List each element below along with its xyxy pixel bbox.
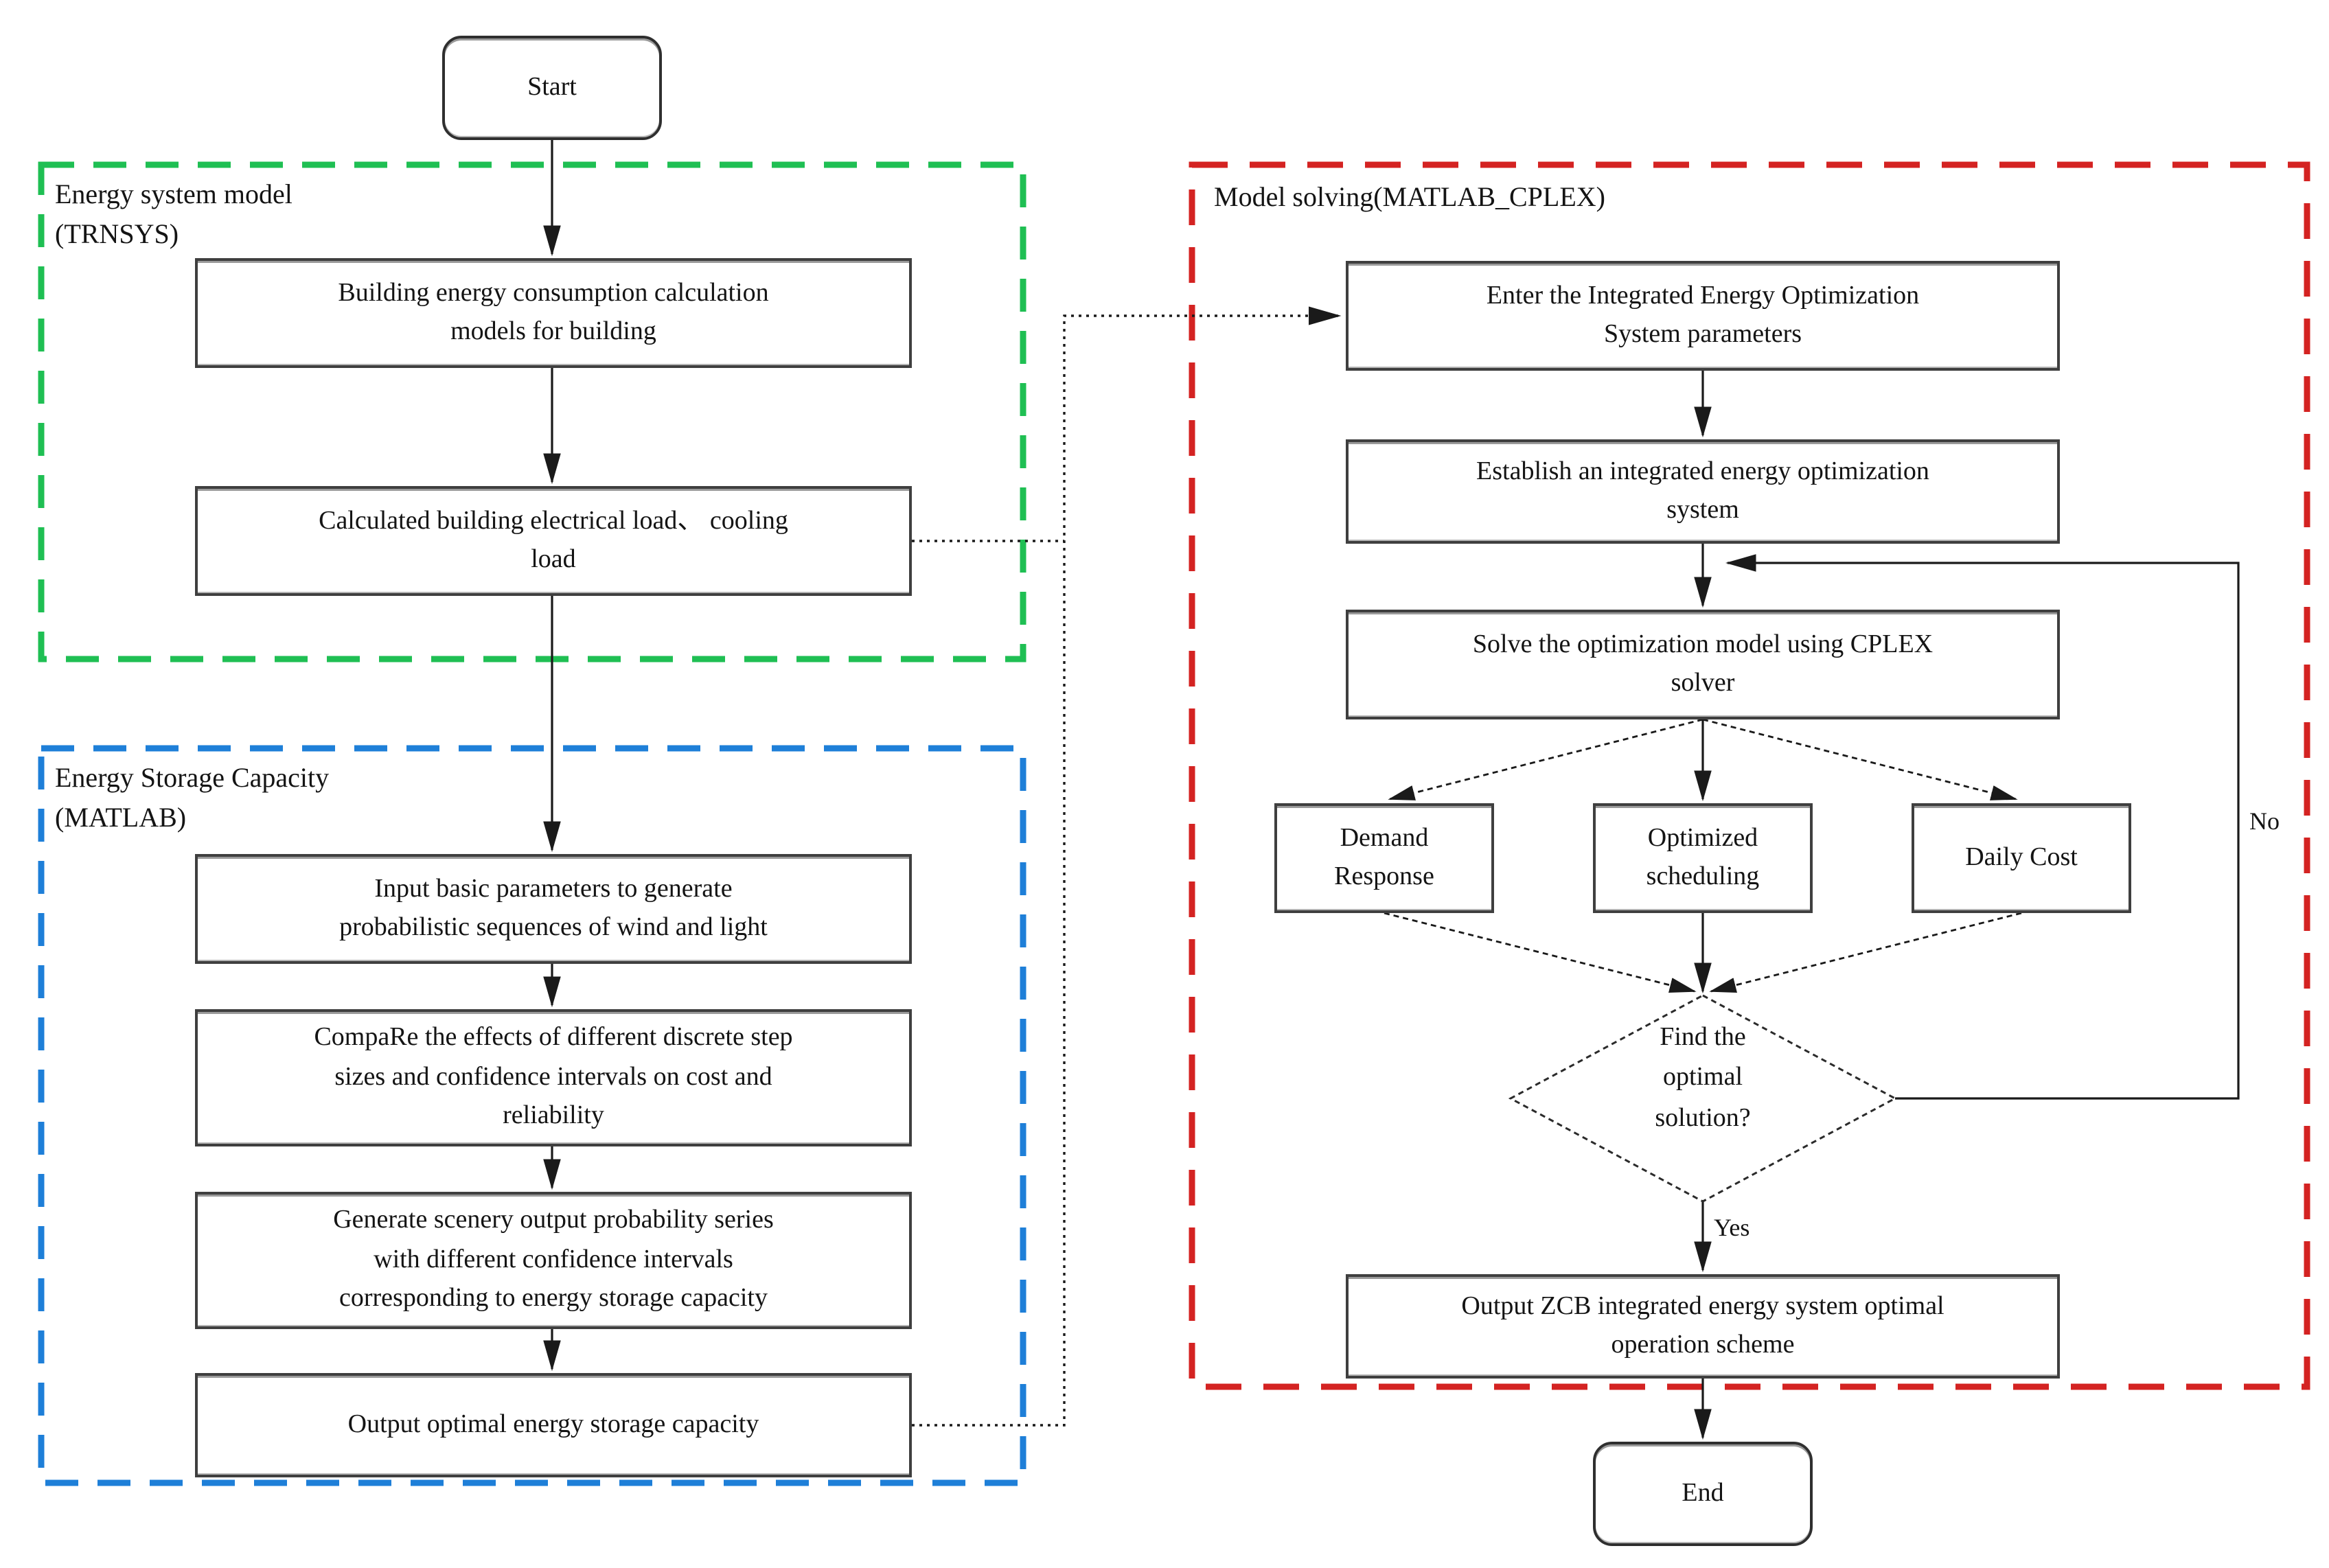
trnsys-group-label: Energy system model (TRNSYS)	[55, 180, 292, 250]
edge-c3-d1	[1388, 718, 1703, 800]
process-generate-scenery-series: Generate scenery output probability seri…	[195, 1192, 912, 1329]
solving-group-border	[1189, 161, 2310, 1390]
edge-d1-diamond	[1384, 912, 1697, 993]
start-node: Start	[442, 36, 662, 140]
process-establish-system: Establish an integrated energy optimizat…	[1346, 439, 2060, 544]
edge-c3-d3	[1702, 718, 2018, 800]
process-optimized-scheduling: Optimized scheduling	[1593, 803, 1813, 913]
process-compare-effects: CompaRe the effects of different discret…	[195, 1009, 912, 1146]
decision-find-optimal-solution: Find the optimal solution?	[1655, 1023, 1751, 1133]
trnsys-group-border	[38, 161, 1026, 662]
process-output-zcb-scheme: Output ZCB integrated energy system opti…	[1346, 1274, 2060, 1379]
edge-d3-diamond	[1709, 912, 2022, 993]
process-daily-cost: Daily Cost	[1912, 803, 2131, 913]
storage-group-label: Energy Storage Capacity (MATLAB)	[55, 763, 330, 833]
edge-no-loop	[1725, 554, 2240, 1100]
end-node: End	[1593, 1442, 1813, 1546]
process-enter-parameters: Enter the Integrated Energy Optimization…	[1346, 261, 2060, 371]
process-building-energy-models: Building energy consumption calculation …	[195, 258, 912, 368]
decision-diamond	[1508, 994, 1898, 1203]
process-output-storage-capacity: Output optimal energy storage capacity	[195, 1373, 912, 1477]
process-input-basic-parameters: Input basic parameters to generate proba…	[195, 854, 912, 964]
process-calculated-loads: Calculated building electrical load、 coo…	[195, 486, 912, 596]
process-solve-cplex: Solve the optimization model using CPLEX…	[1346, 610, 2060, 719]
edge-dotted-b4-c1	[912, 306, 1342, 1427]
storage-group-border	[38, 745, 1026, 1486]
process-demand-response: Demand Response	[1274, 803, 1494, 913]
no-edge-label: No	[2249, 807, 2280, 835]
solving-group-label: Model solving(MATLAB_CPLEX)	[1214, 183, 1605, 213]
yes-edge-label: Yes	[1714, 1214, 1750, 1241]
